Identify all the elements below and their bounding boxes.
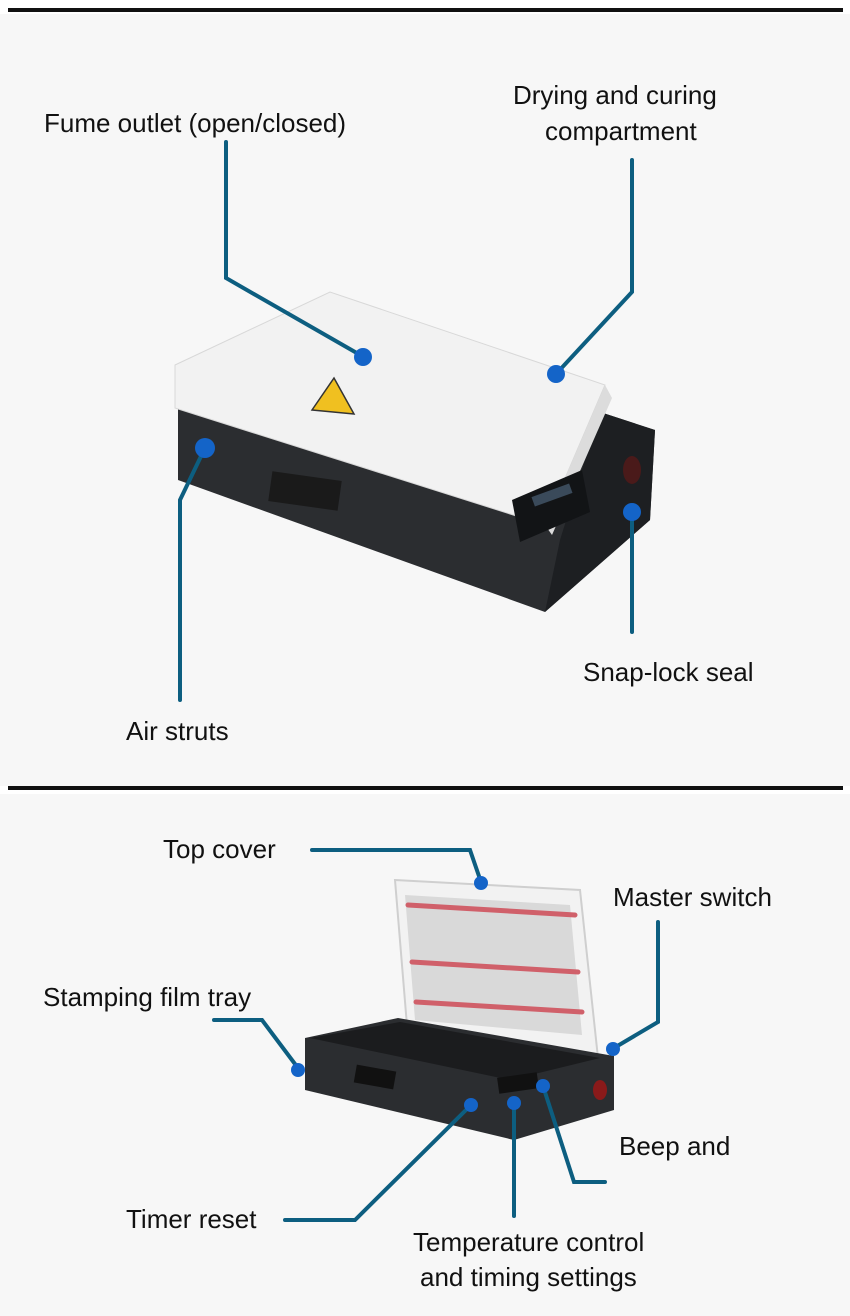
label-air-struts: Air struts xyxy=(126,716,229,746)
open-device-handle xyxy=(353,1064,397,1090)
label-snap-lock: Snap-lock seal xyxy=(583,657,754,687)
leader-air-struts xyxy=(178,448,206,702)
marker-master-switch xyxy=(606,1042,620,1056)
marker-timer-reset xyxy=(464,1098,478,1112)
marker-temp xyxy=(507,1096,521,1110)
leader-stamping-tray xyxy=(212,1018,300,1070)
label-temp-line1: Temperature control xyxy=(413,1227,645,1257)
label-fume-outlet: Fume outlet (open/closed) xyxy=(44,108,347,138)
top-divider xyxy=(8,8,843,12)
label-beep-line1: Beep and xyxy=(619,1131,731,1161)
open-device-switch xyxy=(593,1080,607,1100)
leader-drying xyxy=(554,158,634,376)
label-drying-line1: Drying and curing xyxy=(513,80,717,110)
open-device-control-panel xyxy=(497,1072,539,1094)
warning-sticker xyxy=(310,376,356,415)
open-device-tray-top xyxy=(310,1022,600,1080)
heater-tube-2 xyxy=(409,959,581,975)
label-top-cover: Top cover xyxy=(163,834,276,864)
label-timer-reset: Timer reset xyxy=(126,1204,257,1234)
label-temp-line2: and timing settings xyxy=(420,1262,637,1292)
closed-device xyxy=(174,291,655,612)
leader-master-switch xyxy=(612,920,660,1050)
label-drying-line2: compartment xyxy=(545,116,697,146)
marker-stamping-tray xyxy=(291,1063,305,1077)
heater-tube-1 xyxy=(405,902,578,918)
leader-top-cover xyxy=(310,848,483,884)
marker-air-struts xyxy=(195,438,215,458)
closed-device-switch xyxy=(623,456,641,484)
marker-top-cover xyxy=(474,876,488,890)
leader-fume-outlet xyxy=(224,140,364,358)
marker-drying xyxy=(547,365,565,383)
heater-tube-3 xyxy=(413,999,585,1015)
label-stamping-tray: Stamping film tray xyxy=(43,982,252,1012)
marker-snap-lock xyxy=(623,503,641,521)
closed-device-handle xyxy=(268,471,342,511)
leader-beep xyxy=(541,1084,607,1184)
marker-fume-outlet xyxy=(354,348,372,366)
marker-beep xyxy=(536,1079,550,1093)
open-device xyxy=(305,878,614,1140)
control-panel-display xyxy=(531,483,573,507)
label-master-switch: Master switch xyxy=(613,882,772,912)
leader-timer-reset xyxy=(283,1104,472,1222)
middle-divider xyxy=(8,786,843,790)
